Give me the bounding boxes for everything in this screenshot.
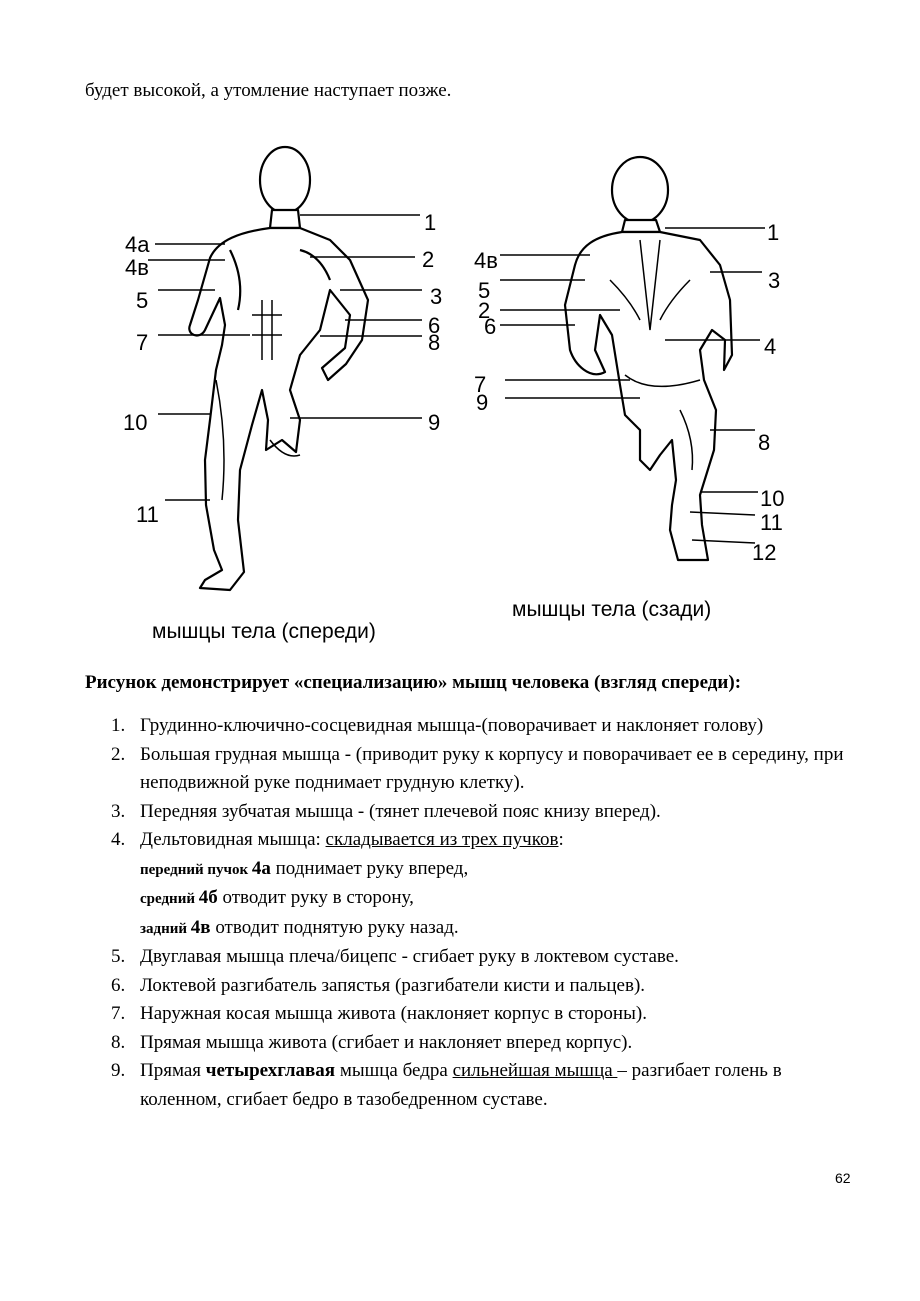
front-label-9: 9 bbox=[428, 410, 440, 435]
item-number: 5. bbox=[111, 943, 125, 972]
list-item: 8. Прямая мышца живота (сгибает и наклоня… bbox=[85, 1029, 865, 1058]
item-text: Большая грудная мышца - (приводит руку к… bbox=[140, 744, 843, 794]
sub-item-code: 4а bbox=[252, 858, 271, 879]
list-item: 5. Двуглавая мышца плеча/бицепс - сгибает… bbox=[85, 943, 865, 972]
front-label-8: 8 bbox=[428, 330, 440, 355]
sub-item-text: отводит поднятую руку назад. bbox=[211, 917, 459, 938]
sub-item-code: 4б bbox=[199, 887, 218, 908]
back-label-12: 12 bbox=[752, 540, 776, 565]
back-label-10: 10 bbox=[760, 486, 784, 511]
item-text: Грудинно-ключично-сосцевидная мышца-(пов… bbox=[140, 715, 763, 736]
item-text: Двуглавая мышца плеча/бицепс - сгибает р… bbox=[140, 946, 679, 967]
sub-item-bold: средний bbox=[140, 891, 199, 907]
item-text-end: : bbox=[558, 829, 563, 850]
item-bold-text: четырехглавая bbox=[206, 1060, 335, 1081]
front-label-2: 2 bbox=[422, 247, 434, 272]
top-text-line: будет высокой, а утомление наступает поз… bbox=[85, 80, 451, 102]
sub-item-text: поднимает руку вперед, bbox=[271, 858, 468, 879]
front-label-1: 1 bbox=[424, 210, 436, 235]
front-label-11: 11 bbox=[136, 502, 159, 527]
sub-item: задний 4в отводит поднятую руку назад. bbox=[140, 914, 865, 944]
item-number: 6. bbox=[111, 972, 125, 1001]
item-underlined-text: сильнейшая мышца bbox=[453, 1060, 618, 1081]
item-number: 1. bbox=[111, 712, 125, 741]
item-number: 4. bbox=[111, 826, 125, 855]
sub-item-text: отводит руку в сторону, bbox=[218, 887, 414, 908]
front-label-4v: 4в bbox=[125, 255, 149, 280]
front-figure-caption: мышцы тела (спереди) bbox=[152, 620, 376, 643]
back-label-9: 9 bbox=[476, 390, 488, 415]
item-text: Локтевой разгибатель запястья (разгибате… bbox=[140, 975, 645, 996]
item-text: Прямая мышца живота (сгибает и наклоняет… bbox=[140, 1032, 632, 1053]
item-text-mid: мышца бедра bbox=[335, 1060, 452, 1081]
back-label-4v: 4в bbox=[474, 248, 498, 273]
list-item: 7. Наружная косая мышца живота (наклоняет… bbox=[85, 1000, 865, 1029]
list-item: 9. Прямая четырехглавая мышца бедра сильн… bbox=[85, 1057, 865, 1114]
item-number: 9. bbox=[111, 1057, 125, 1086]
list-item: 1. Грудинно-ключично-сосцевидная мышца-(п… bbox=[85, 712, 865, 741]
front-label-7: 7 bbox=[136, 330, 148, 355]
item-number: 3. bbox=[111, 798, 125, 827]
front-label-10: 10 bbox=[123, 410, 147, 435]
back-figure-caption: мышцы тела (сзади) bbox=[512, 598, 711, 621]
page-number: 62 bbox=[835, 1170, 851, 1186]
item-text: Наружная косая мышца живота (наклоняет к… bbox=[140, 1003, 647, 1024]
list-item: 3. Передняя зубчатая мышца - (тянет плече… bbox=[85, 798, 865, 827]
sub-item-bold: задний bbox=[140, 921, 191, 937]
muscle-diagram: 4а 4в 5 7 10 11 1 2 3 6 8 9 bbox=[0, 140, 920, 650]
back-body-figure bbox=[565, 157, 732, 560]
sub-item: передний пучок 4а поднимает руку вперед, bbox=[140, 855, 865, 885]
muscle-list: 1. Грудинно-ключично-сосцевидная мышца-(п… bbox=[85, 712, 865, 1114]
back-label-3: 3 bbox=[768, 268, 780, 293]
back-label-8: 8 bbox=[758, 430, 770, 455]
front-label-4a: 4а bbox=[125, 232, 150, 257]
sub-item: средний 4б отводит руку в сторону, bbox=[140, 884, 865, 914]
item-text: Передняя зубчатая мышца - (тянет плечево… bbox=[140, 801, 661, 822]
back-label-11: 11 bbox=[760, 510, 783, 535]
back-label-4: 4 bbox=[764, 334, 776, 359]
item-number: 8. bbox=[111, 1029, 125, 1058]
item-underlined-text: складывается из трех пучков bbox=[326, 829, 559, 850]
item-text: Дельтовидная мышца: bbox=[140, 829, 326, 850]
front-body-figure bbox=[189, 147, 368, 590]
sub-item-code: 4в bbox=[191, 917, 211, 938]
item-number: 7. bbox=[111, 1000, 125, 1029]
list-item: 2. Большая грудная мышца - (приводит руку… bbox=[85, 741, 865, 798]
back-label-1: 1 bbox=[767, 220, 779, 245]
item-number: 2. bbox=[111, 741, 125, 770]
front-label-5: 5 bbox=[136, 288, 148, 313]
list-item: 4. Дельтовидная мышца: складывается из тр… bbox=[85, 826, 865, 943]
list-item: 6. Локтевой разгибатель запястья (разгиба… bbox=[85, 972, 865, 1001]
front-label-3: 3 bbox=[430, 284, 442, 309]
sub-item-bold: передний пучок bbox=[140, 862, 252, 878]
item-text: Прямая bbox=[140, 1060, 206, 1081]
figure-caption: Рисунок демонстрирует «специализацию» мы… bbox=[85, 672, 741, 694]
back-label-6: 6 bbox=[484, 314, 496, 339]
